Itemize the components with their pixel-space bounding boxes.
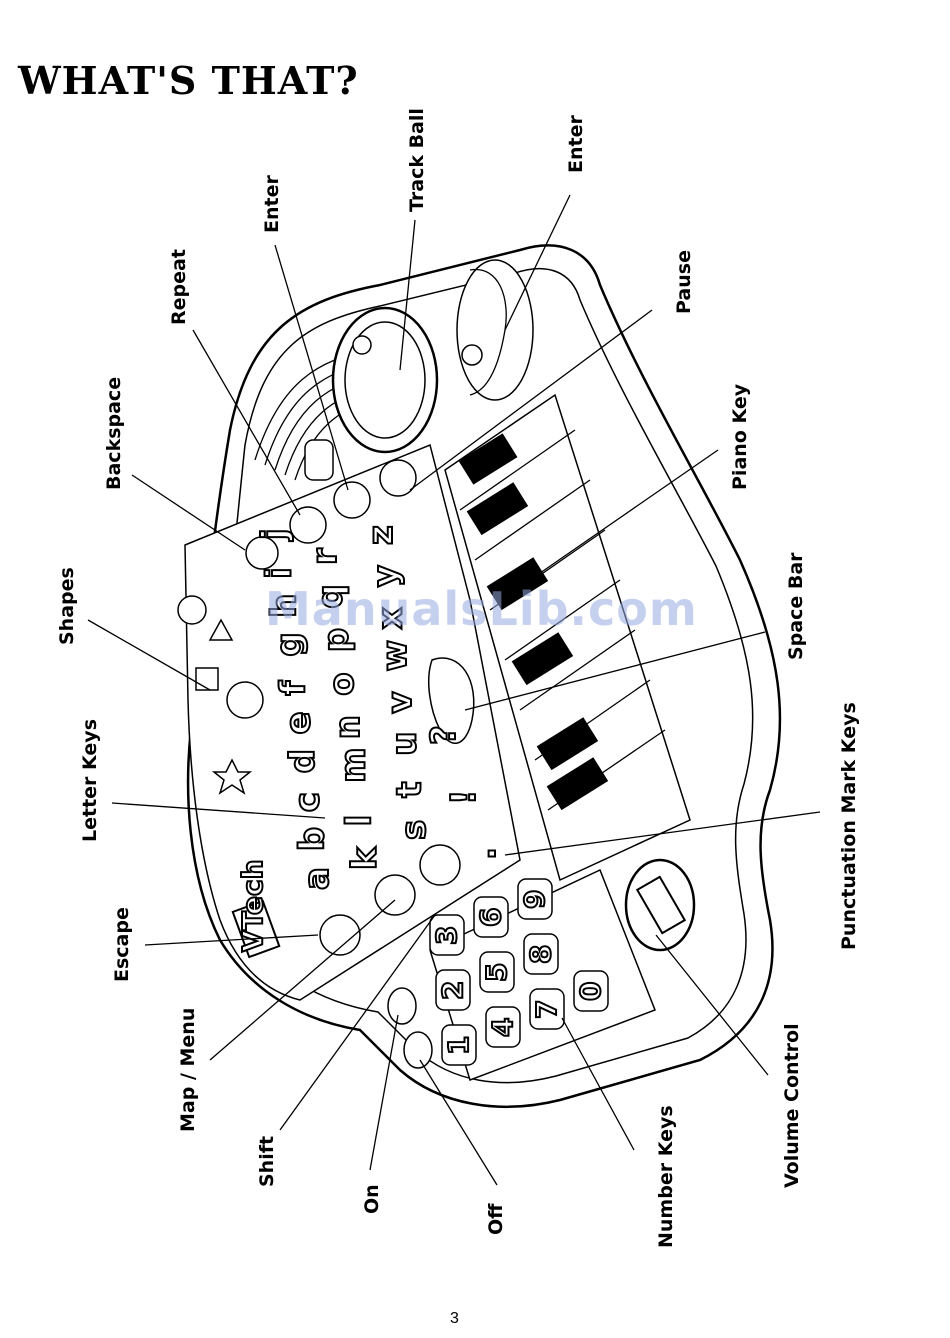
track-ball-highlight	[353, 336, 371, 354]
letter-key-l[interactable]: l	[339, 815, 379, 827]
letter-key-w[interactable]: w	[375, 640, 415, 671]
number-key-2[interactable]: 2	[436, 981, 469, 1000]
punctuation-exclamation-key[interactable]: !	[444, 789, 484, 805]
shape-circle-large-key[interactable]	[227, 682, 263, 718]
label-on: On	[361, 1184, 383, 1214]
number-key-5[interactable]: 5	[480, 963, 513, 982]
off-button[interactable]	[404, 1032, 432, 1068]
letter-key-a[interactable]: a	[297, 867, 337, 890]
number-key-0[interactable]: 0	[574, 982, 607, 1001]
track-ball[interactable]	[333, 308, 437, 452]
label-map-menu: Map / Menu	[177, 1008, 199, 1132]
letter-key-v[interactable]: v	[380, 691, 420, 713]
label-backspace: Backspace	[103, 377, 125, 490]
number-key-3[interactable]: 3	[430, 926, 463, 945]
number-key-6[interactable]: 6	[474, 908, 507, 927]
label-volume-control: Volume Control	[781, 1023, 803, 1188]
letter-key-j[interactable]: j	[255, 528, 295, 542]
label-letter-keys: Letter Keys	[79, 719, 101, 842]
letter-key-u[interactable]: u	[385, 731, 425, 755]
letter-key-z[interactable]: z	[361, 525, 401, 545]
pause-key[interactable]	[380, 460, 416, 496]
shape-square-key[interactable]	[196, 668, 218, 690]
letter-key-r[interactable]: r	[305, 548, 345, 565]
label-off: Off	[485, 1203, 507, 1235]
letter-key-f[interactable]: f	[274, 680, 314, 696]
number-key-1[interactable]: 1	[442, 1036, 475, 1055]
shape-circle-key[interactable]	[178, 596, 206, 624]
label-repeat: Repeat	[168, 249, 190, 325]
label-number-keys: Number Keys	[655, 1105, 677, 1248]
label-shapes: Shapes	[56, 567, 78, 645]
number-key-7[interactable]: 7	[530, 1000, 563, 1019]
letter-key-o[interactable]: o	[322, 672, 362, 695]
letter-key-k[interactable]: k	[345, 846, 385, 870]
number-key-4[interactable]: 4	[486, 1018, 519, 1037]
volume-control[interactable]	[626, 860, 694, 950]
number-key-8[interactable]: 8	[524, 945, 557, 964]
letter-key-c[interactable]: c	[288, 792, 328, 812]
shift-key[interactable]	[420, 845, 460, 885]
letter-key-i[interactable]: i	[260, 567, 300, 579]
punctuation-question-key[interactable]: ?	[424, 725, 464, 745]
letter-key-e[interactable]: e	[278, 711, 318, 734]
punctuation-period-key[interactable]: .	[464, 847, 504, 860]
character-icon	[305, 440, 333, 480]
letter-key-s[interactable]: s	[394, 820, 434, 840]
on-button[interactable]	[388, 988, 416, 1024]
label-enter-right: Enter	[565, 115, 587, 173]
label-track-ball: Track Ball	[406, 108, 428, 212]
enter-left-key[interactable]	[334, 482, 370, 518]
label-pause: Pause	[673, 250, 695, 314]
repeat-key[interactable]	[290, 507, 326, 543]
label-space-bar: Space Bar	[785, 552, 807, 660]
letter-key-t[interactable]: t	[389, 782, 429, 798]
letter-key-n[interactable]: n	[328, 715, 368, 739]
letter-key-b[interactable]: b	[292, 827, 332, 851]
letter-key-m[interactable]: m	[334, 747, 374, 782]
backspace-key[interactable]	[246, 537, 278, 569]
label-shift: Shift	[256, 1136, 278, 1187]
label-punctuation-mark-keys: Punctuation Mark Keys	[838, 702, 860, 950]
page-number: 3	[450, 1310, 459, 1328]
label-piano-key: Piano Key	[729, 383, 751, 490]
label-enter-left: Enter	[261, 175, 283, 233]
letter-key-d[interactable]: d	[283, 749, 323, 773]
enter-right-key[interactable]	[457, 260, 533, 400]
map-menu-key[interactable]	[375, 875, 415, 915]
label-escape: Escape	[111, 907, 133, 982]
number-key-9[interactable]: 9	[518, 890, 551, 909]
watermark: ManualsLib.com	[265, 582, 698, 636]
